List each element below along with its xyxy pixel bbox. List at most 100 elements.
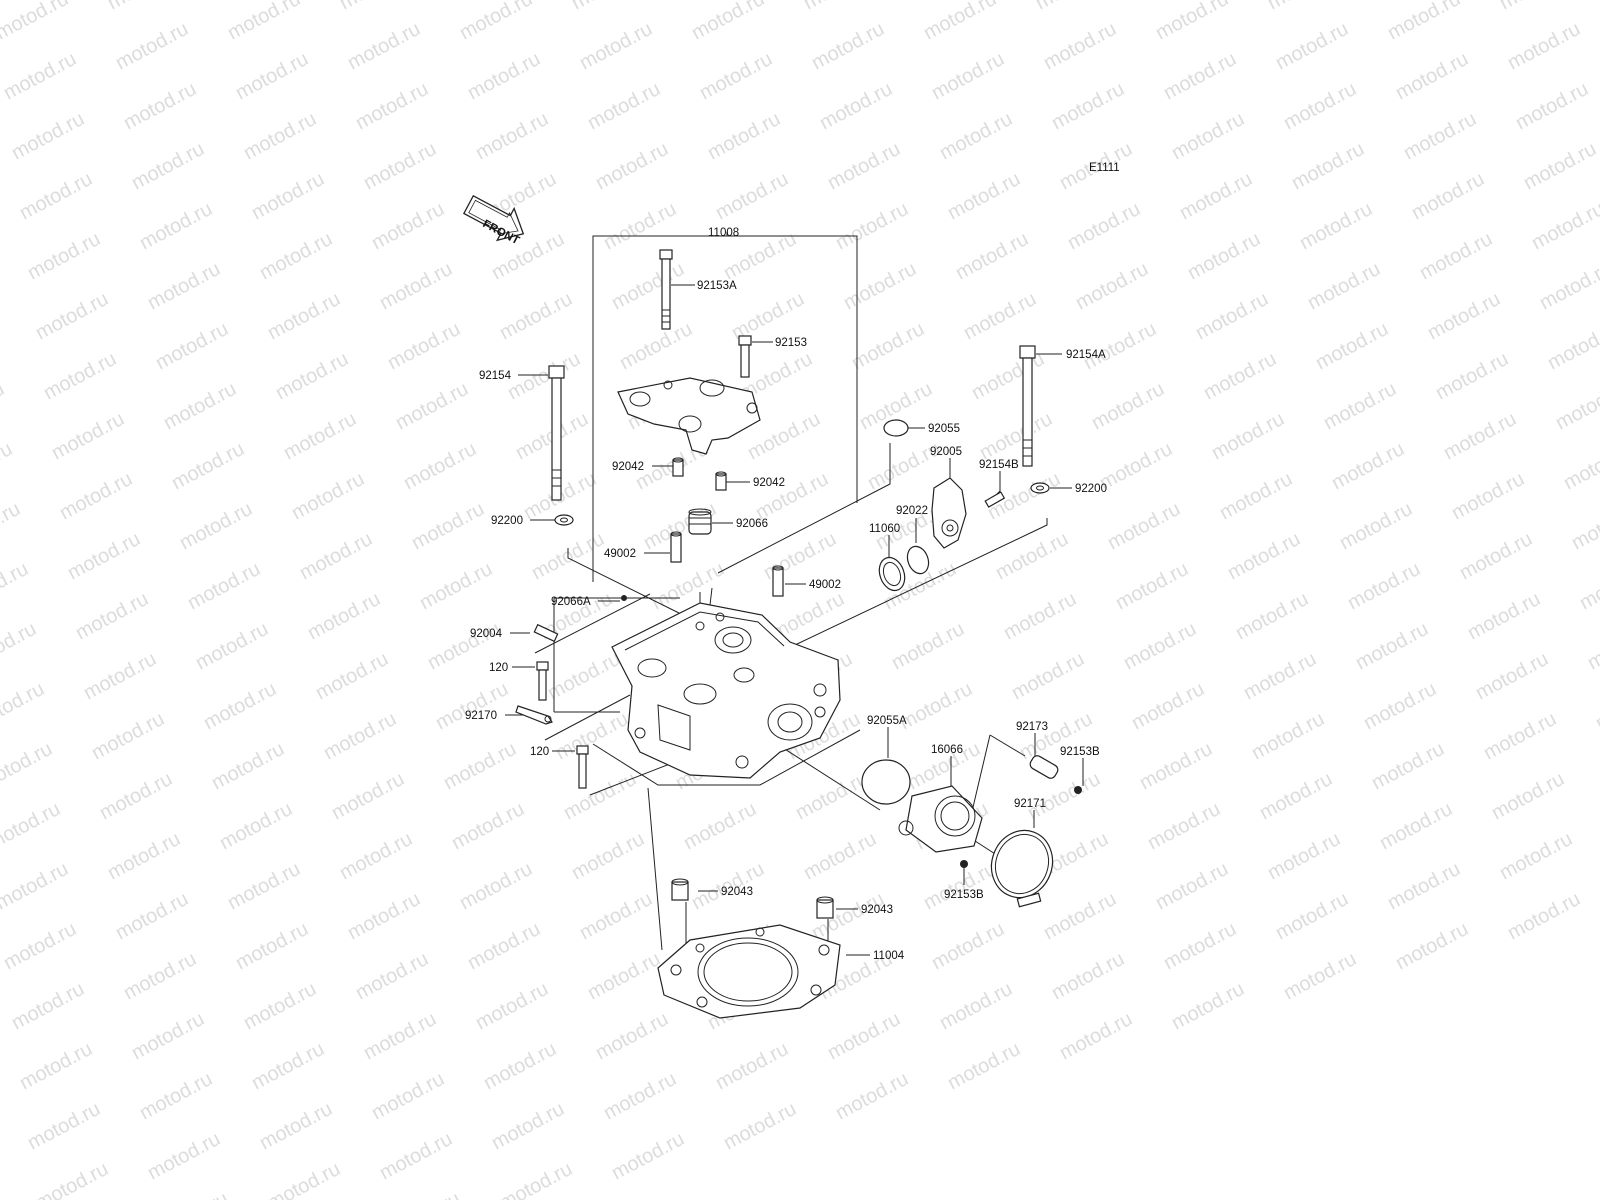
watermark-text: motod.ru	[240, 978, 320, 1034]
dowel-92042-left[interactable]	[672, 457, 684, 477]
watermark-text: motod.ru	[488, 1098, 568, 1154]
watermark-text: motod.ru	[1496, 828, 1576, 884]
watermark-text: motod.ru	[840, 258, 920, 314]
label-11008: 11008	[708, 227, 739, 239]
part-labels: 11008 92153A 92153 92154 92154A 92055 92…	[465, 227, 1107, 962]
watermark-text: motod.ru	[888, 618, 968, 674]
clamp-band-92171[interactable]	[982, 822, 1062, 908]
watermark-text: motod.ru	[976, 408, 1056, 464]
stud-bolt-92154a[interactable]	[1019, 345, 1036, 467]
bolt-120-bottom[interactable]	[576, 745, 589, 789]
watermark-text: motod.ru	[1304, 258, 1384, 314]
watermark-text: motod.ru	[1400, 108, 1480, 164]
watermark-text: motod.ru	[336, 828, 416, 884]
camshaft-holder[interactable]	[617, 377, 761, 455]
bolt-120-top[interactable]	[536, 661, 549, 701]
valve-guide-49002-left[interactable]	[670, 531, 682, 563]
o-ring-92055[interactable]	[883, 419, 909, 437]
head-gasket-11004[interactable]	[657, 924, 841, 1019]
stud-92004[interactable]	[533, 623, 559, 643]
watermark-text: motod.ru	[152, 318, 232, 374]
watermark-text: motod.ru	[1144, 798, 1224, 854]
watermark-text: motod.ru	[1376, 798, 1456, 854]
valve-guide-49002-right[interactable]	[772, 565, 784, 597]
watermark-text: motod.ru	[944, 1038, 1024, 1094]
watermark-text: motod.ru	[952, 228, 1032, 284]
watermark-text: motod.ru	[144, 258, 224, 314]
watermark-text: motod.ru	[328, 768, 408, 824]
gasket-11060[interactable]	[875, 554, 909, 594]
watermark-text: motod.ru	[1168, 108, 1248, 164]
o-ring-92022[interactable]	[904, 543, 932, 576]
label-11004: 11004	[873, 950, 905, 962]
watermark-text: motod.ru	[456, 0, 536, 44]
watermark-text: motod.ru	[944, 168, 1024, 224]
bolt-92153b-bottom[interactable]	[960, 860, 968, 868]
watermark-text: motod.ru	[184, 558, 264, 614]
label-16066: 16066	[931, 744, 963, 756]
stud-bolt-92154[interactable]	[548, 365, 565, 501]
watermark-text: motod.ru	[496, 1158, 576, 1200]
watermark-text: motod.ru	[1224, 528, 1304, 584]
watermark-text: motod.ru	[1136, 738, 1216, 794]
watermark-text: motod.ru	[1320, 378, 1400, 434]
clamp-92170[interactable]	[515, 705, 553, 725]
watermark-text: motod.ru	[224, 0, 304, 44]
holder-16066[interactable]	[898, 785, 983, 853]
watermark-text: motod.ru	[1520, 138, 1600, 194]
watermark-text: motod.ru	[456, 858, 536, 914]
label-92043-left: 92043	[721, 886, 753, 898]
watermark-text: motod.ru	[1368, 738, 1448, 794]
watermark-text: motod.ru	[1536, 258, 1600, 314]
bolt-92153b-top[interactable]	[1074, 786, 1082, 794]
watermark-text: motod.ru	[960, 288, 1040, 344]
label-92173: 92173	[1016, 721, 1048, 733]
watermark-text: motod.ru	[568, 0, 648, 14]
watermark-text: motod.ru	[1472, 648, 1552, 704]
bolt-92154b[interactable]	[984, 491, 1006, 508]
cylinder-head-11008[interactable]	[611, 587, 841, 779]
collar-92173[interactable]	[1028, 754, 1059, 780]
watermark-text: motod.ru	[432, 678, 512, 734]
watermark-text: motod.ru	[1312, 318, 1392, 374]
watermark-text: motod.ru	[1504, 888, 1584, 944]
watermark-text: motod.ru	[16, 168, 96, 224]
watermark-text: motod.ru	[104, 0, 184, 14]
watermark-text: motod.ru	[64, 528, 144, 584]
watermark-text: motod.ru	[1152, 858, 1232, 914]
watermark-text: motod.ru	[440, 738, 520, 794]
watermark-text: motod.ru	[1080, 318, 1160, 374]
bolt-92153[interactable]	[738, 335, 752, 378]
watermark-text: motod.ru	[24, 1098, 104, 1154]
label-92022: 92022	[896, 505, 928, 517]
watermark-text: motod.ru	[176, 498, 256, 554]
washer-92200-left[interactable]	[554, 514, 574, 526]
plug-92066a[interactable]	[621, 595, 627, 601]
watermark-text: motod.ru	[1048, 78, 1128, 134]
o-ring-92055a[interactable]	[861, 759, 911, 805]
watermark-text: motod.ru	[272, 348, 352, 404]
watermark-text: motod.ru	[1120, 618, 1200, 674]
watermark-text: motod.ru	[1072, 258, 1152, 314]
watermark-text: motod.ru	[808, 18, 888, 74]
watermark-text: motod.ru	[360, 1008, 440, 1064]
watermark-text: motod.ru	[1048, 948, 1128, 1004]
watermark-text: motod.ru	[800, 828, 880, 884]
oil-seal-92066[interactable]	[688, 508, 712, 535]
watermark-text: motod.ru	[0, 678, 48, 734]
watermark-text: motod.ru	[48, 408, 128, 464]
watermark-text: motod.ru	[1432, 348, 1512, 404]
dowel-92042-right[interactable]	[715, 471, 727, 491]
washer-92200-right[interactable]	[1030, 482, 1050, 494]
label-92066: 92066	[736, 518, 768, 530]
watermark-text: motod.ru	[1264, 0, 1344, 14]
bolt-92153a[interactable]	[659, 249, 673, 330]
dowel-92043-right[interactable]	[816, 896, 834, 919]
watermark-text: motod.ru	[136, 198, 216, 254]
dowel-92043-left[interactable]	[671, 878, 689, 901]
watermark-text: motod.ru	[592, 1008, 672, 1064]
watermark-text: motod.ru	[1168, 978, 1248, 1034]
watermark-text: motod.ru	[136, 1068, 216, 1124]
fitting-92005[interactable]	[931, 477, 967, 549]
watermark-text: motod.ru	[1528, 198, 1600, 254]
